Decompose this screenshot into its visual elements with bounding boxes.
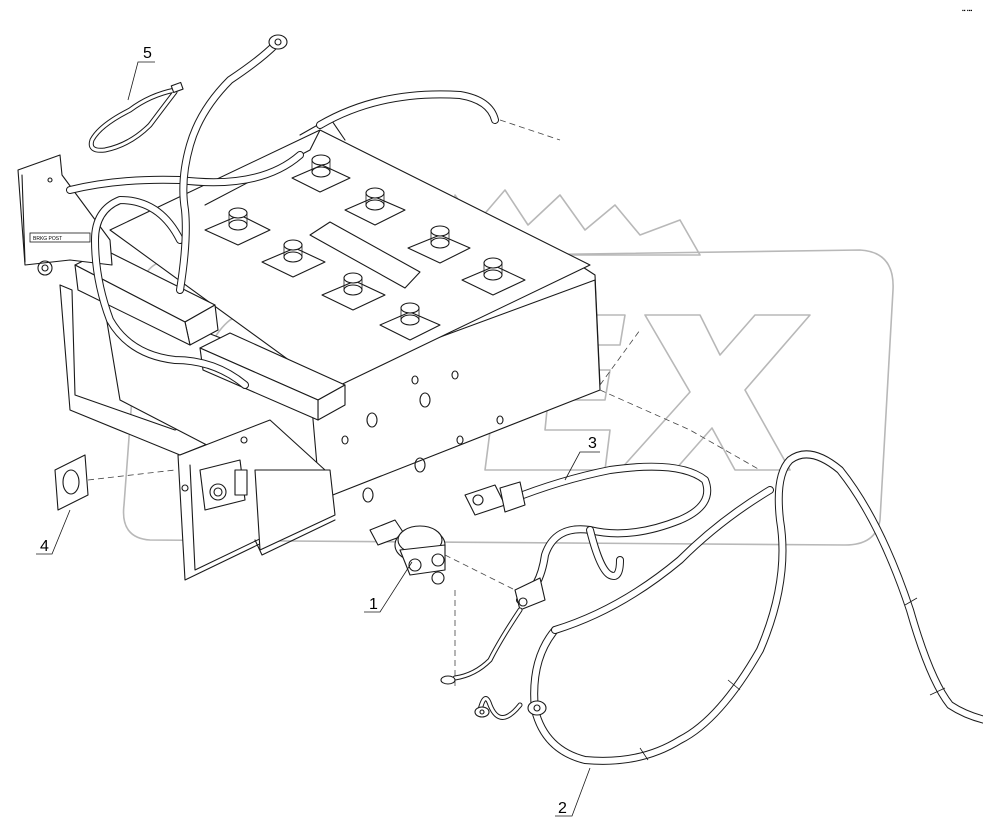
callout-2-label: 2	[558, 800, 567, 817]
item-5-wire	[88, 81, 184, 153]
item-4-gasket	[54, 454, 89, 511]
item-1-isolator-switch	[369, 519, 446, 585]
mounting-holes	[341, 370, 504, 503]
corner-mark: ▪▪ ▪▪▪	[962, 8, 972, 14]
callout-1-label: 1	[369, 596, 378, 613]
callout-5-label: 5	[143, 45, 152, 62]
callout-4: 4	[36, 509, 71, 555]
callout-3: 3	[564, 435, 600, 481]
callout-5: 5	[127, 45, 155, 101]
item-2-cable	[474, 450, 983, 765]
battery-terminals	[204, 154, 526, 341]
ground-cable	[176, 34, 499, 294]
bracket-switch	[181, 436, 248, 511]
callout-2: 2	[555, 767, 591, 817]
callout-3-label: 3	[588, 435, 597, 452]
assembly-lines	[87, 119, 761, 690]
callout-4-label: 4	[40, 538, 49, 555]
plate-label: BRKG POST	[33, 236, 62, 242]
item-3-cable	[440, 462, 712, 685]
callout-1: 1	[364, 561, 413, 613]
side-plate: BRKG POST	[17, 154, 113, 276]
